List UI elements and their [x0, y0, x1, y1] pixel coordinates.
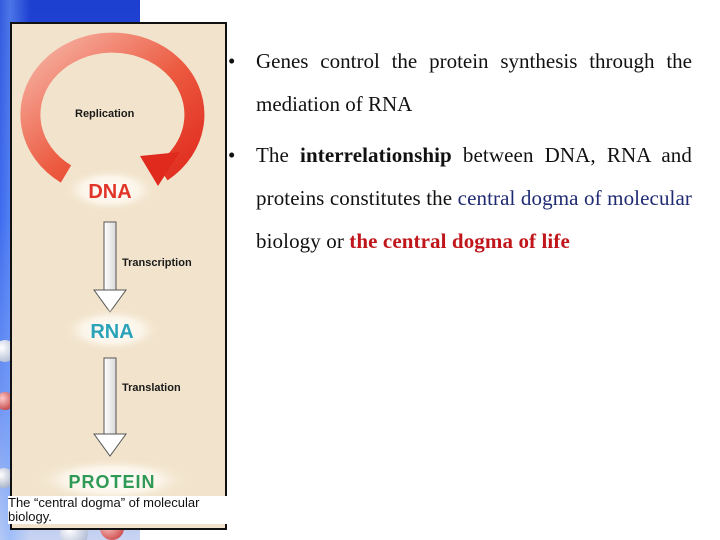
- replication-label: Replication: [75, 108, 135, 120]
- central-dogma-diagram: Replication DNA Transcription RNA Transl…: [20, 32, 205, 502]
- bullet-item: • Genes control the protein synthesis th…: [226, 40, 692, 126]
- bullet-red-term: the central dogma of life: [349, 229, 570, 253]
- dna-label: DNA: [88, 181, 131, 203]
- transcription-arrow-shaft: [103, 221, 117, 291]
- bullet-text-part: between DNA, RNA and proteins constitute…: [256, 143, 692, 210]
- figure-caption: The “central dogma” of molecular biology…: [8, 496, 233, 524]
- central-dogma-figure: Replication DNA Transcription RNA Transl…: [10, 22, 227, 530]
- dna-glow: [62, 168, 158, 212]
- replication-arrow-head: [140, 152, 180, 186]
- bullet-item: • The interrelationship between DNA, RNA…: [226, 134, 692, 263]
- translation-arrow-shaft: [103, 357, 117, 435]
- bullet-text-part: The: [256, 143, 301, 167]
- bullet-bold-term: interrelationship: [300, 143, 452, 167]
- replication-cycle-arrow: [20, 32, 205, 183]
- protein-label: PROTEIN: [68, 472, 155, 492]
- bullet-blue-term: central dogma of molecular: [457, 186, 692, 210]
- translation-label: Translation: [122, 382, 181, 394]
- bullet-text-part: biology or: [256, 229, 350, 253]
- slide-text: • Genes control the protein synthesis th…: [226, 40, 692, 263]
- translation-arrow-head: [93, 433, 127, 457]
- bullet-marker: •: [228, 49, 236, 73]
- bullet-marker: •: [228, 143, 236, 167]
- rna-label: RNA: [90, 321, 133, 343]
- caption-line-2: biology.: [8, 509, 52, 524]
- bullet-text: Genes control the protein synthesis thro…: [256, 49, 692, 116]
- transcription-label: Transcription: [122, 257, 192, 269]
- protein-glow: [32, 458, 192, 502]
- caption-line-1: The “central dogma” of molecular: [8, 495, 200, 510]
- transcription-arrow-head: [93, 289, 127, 313]
- rna-glow: [62, 308, 162, 352]
